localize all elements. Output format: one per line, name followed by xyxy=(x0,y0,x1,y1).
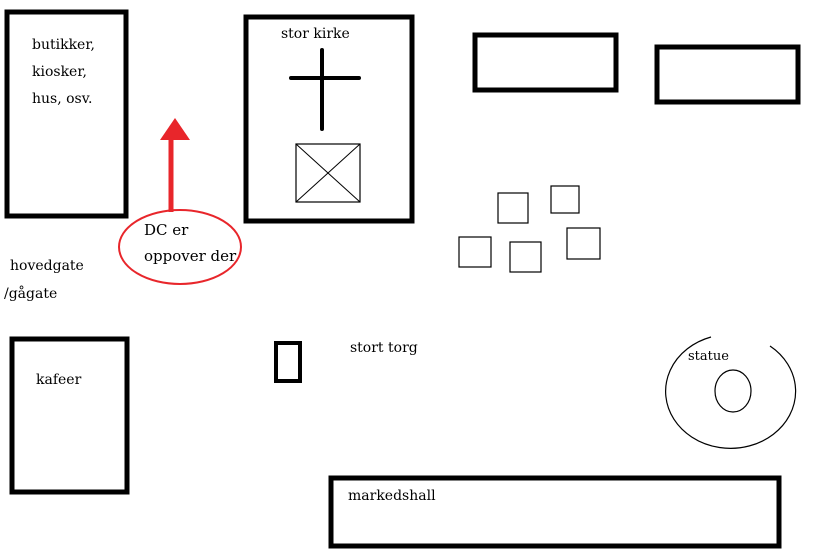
main-street-label-line1: hovedgate xyxy=(10,258,84,274)
arrow-up-icon xyxy=(160,118,190,212)
square-label: stort torg xyxy=(350,340,418,356)
stall xyxy=(566,227,601,260)
cross-icon xyxy=(289,48,361,131)
shops-block xyxy=(4,9,129,219)
market-hall-label: markedshall xyxy=(348,488,436,504)
shops-label-line1: butikker, xyxy=(32,37,95,53)
annotation-ellipse xyxy=(118,209,242,285)
cafes-block xyxy=(9,336,130,495)
church-building xyxy=(243,14,415,224)
building-top-right xyxy=(654,44,801,105)
stall xyxy=(550,185,580,214)
cafes-label: kafeer xyxy=(36,372,82,388)
building-top-middle xyxy=(472,32,619,93)
stall xyxy=(509,241,542,273)
statue-icon xyxy=(665,336,797,449)
stall xyxy=(497,192,529,224)
dc-note-line1: DC er xyxy=(144,221,189,239)
market-hall-building xyxy=(328,475,782,549)
market-stalls xyxy=(458,185,601,273)
church-label: stor kirke xyxy=(281,26,350,42)
kiosk xyxy=(274,341,302,383)
altar-box-icon xyxy=(295,143,361,203)
shops-label-line2: kiosker, xyxy=(32,64,87,80)
statue-label: statue xyxy=(688,349,729,364)
shops-label-line3: hus, osv. xyxy=(32,91,93,107)
main-street-label-line2: /gågate xyxy=(4,286,58,302)
dc-note-line2: oppover der xyxy=(144,247,237,265)
stall xyxy=(458,236,492,268)
